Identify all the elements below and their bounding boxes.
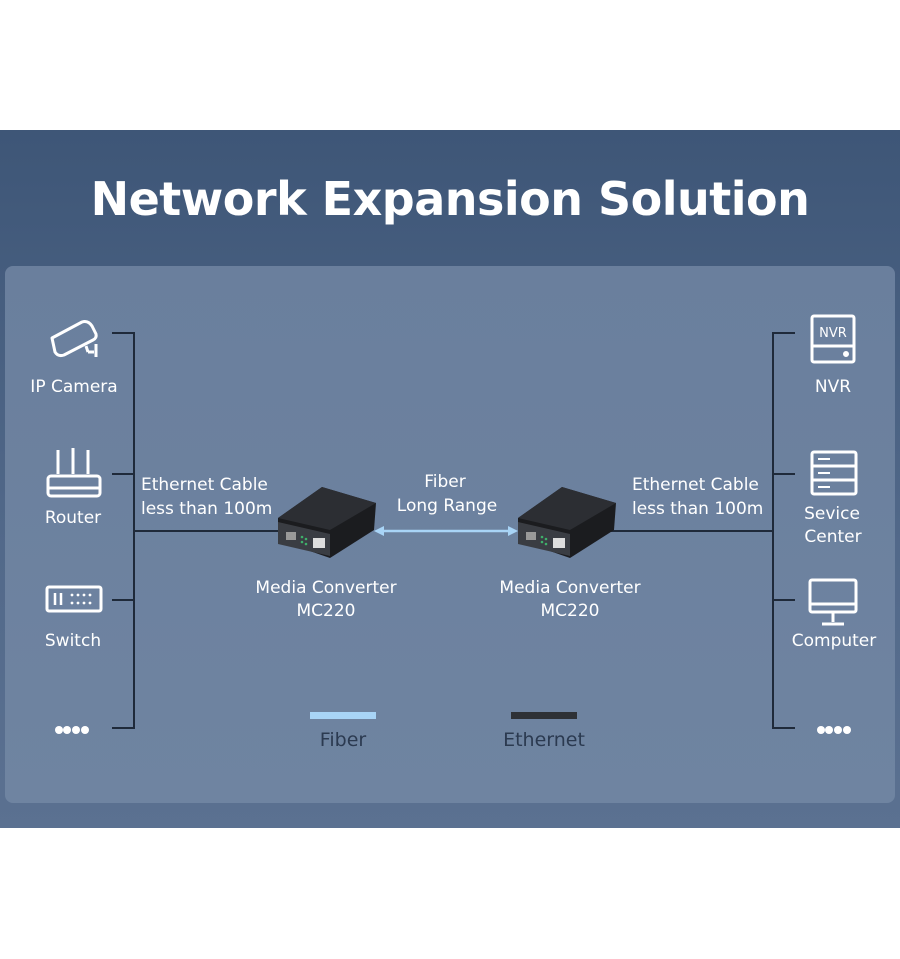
camera-icon <box>50 320 98 358</box>
legend-fiber-label: Fiber <box>319 729 367 751</box>
legend-ethernet-label: Ethernet <box>503 729 585 751</box>
left-link-label-1: Ethernet Cable <box>141 475 268 495</box>
page-title: Network Expansion Solution <box>90 172 810 226</box>
service-center-label-2: Center <box>804 527 862 547</box>
router-label: Router <box>44 508 102 528</box>
legend-ethernet-swatch <box>511 712 577 719</box>
router-icon <box>46 448 102 498</box>
nvr-label: NVR <box>814 377 852 397</box>
legend-fiber-swatch <box>310 712 376 719</box>
fiber-label-1: Fiber <box>424 472 466 492</box>
more-dots-icon <box>55 726 89 734</box>
more-dots-icon <box>817 726 851 734</box>
right-bus-line <box>608 332 795 729</box>
computer-label: Computer <box>791 631 877 651</box>
switch-icon <box>45 585 103 613</box>
converter-2-label-1: Media Converter <box>499 578 641 598</box>
fiber-arrow <box>374 526 518 536</box>
diagram-panel <box>5 266 895 803</box>
right-link-label-2: less than 100m <box>632 499 764 519</box>
nvr-icon <box>810 314 856 364</box>
server-icon <box>810 450 858 496</box>
converter-1-label-1: Media Converter <box>255 578 397 598</box>
converter-1-label-2: MC220 <box>296 601 356 621</box>
left-link-label-2: less than 100m <box>141 499 273 519</box>
switch-label: Switch <box>44 631 102 651</box>
right-link-label-1: Ethernet Cable <box>632 475 759 495</box>
nvr-icon-text: NVR <box>819 326 847 341</box>
service-center-label-1: Sevice <box>804 504 860 524</box>
media-converter-device <box>518 487 616 558</box>
media-converter-device <box>278 487 376 558</box>
fiber-label-2: Long Range <box>396 496 498 516</box>
converter-2-label-2: MC220 <box>540 601 600 621</box>
computer-icon <box>808 578 858 626</box>
ip-camera-label: IP Camera <box>30 377 118 397</box>
left-bus-line <box>112 332 282 729</box>
